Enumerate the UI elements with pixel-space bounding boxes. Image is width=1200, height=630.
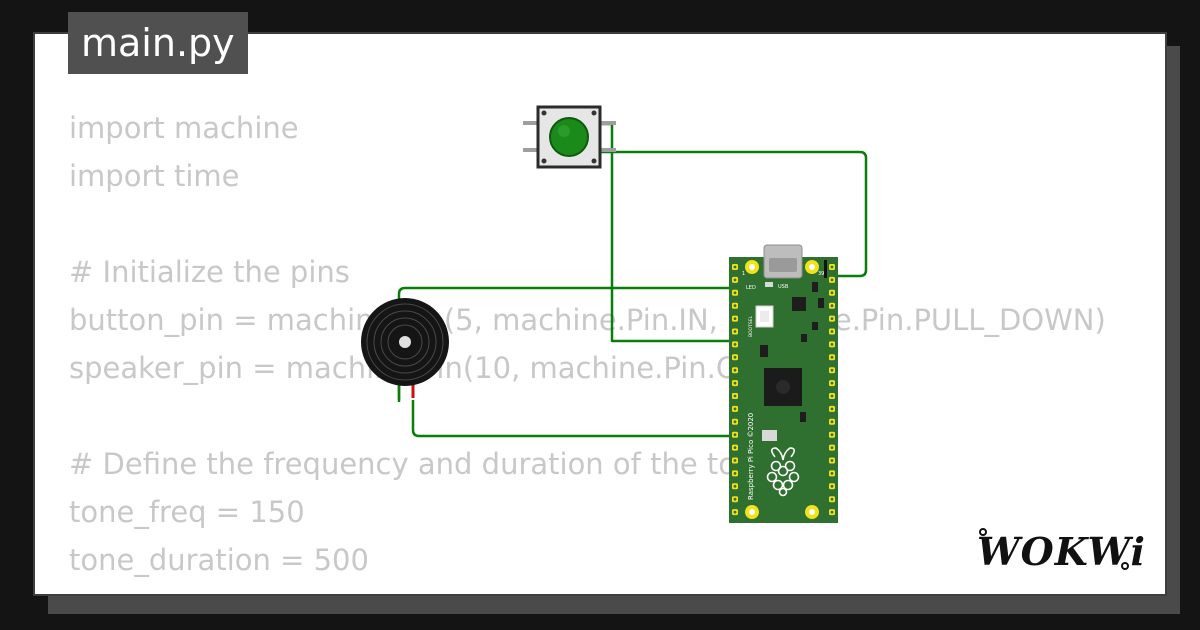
pin-hole (830, 446, 834, 449)
pin-hole (733, 368, 737, 372)
pin-hole (830, 484, 834, 488)
pin-header-left (732, 264, 738, 516)
pin-hole (830, 304, 834, 308)
pin-hole (733, 484, 737, 488)
raspberry-logo-icon (766, 447, 800, 497)
file-tab[interactable]: main.py (68, 12, 248, 74)
pin-hole (733, 343, 737, 346)
pin-hole (733, 355, 737, 359)
pin-hole (830, 265, 834, 269)
pin-label-left: 1 (742, 271, 745, 277)
pin-hole (733, 278, 737, 282)
pin-hole (733, 291, 737, 295)
usb-label: USB (778, 284, 789, 290)
wire-buzzer-to-pico[interactable] (397, 286, 740, 400)
pin-hole (830, 420, 834, 424)
pin-hole (733, 472, 737, 475)
pico-silkscreen: Raspberry Pi Pico ©2020 (747, 413, 755, 500)
code-line: import machine (69, 111, 299, 145)
wire-button-to-pico[interactable] (600, 122, 740, 343)
pin-hole (733, 433, 737, 437)
pin-hole (733, 420, 737, 424)
pin-hole (733, 510, 737, 514)
wokwi-logo-text: WOKWi (977, 529, 1146, 574)
pin-hole (830, 317, 834, 320)
pin-hole (830, 343, 834, 346)
code-line: tone_freq = 150 (69, 495, 305, 529)
bootsel-label: BOOTSEL (748, 315, 754, 337)
pin-hole (733, 407, 737, 411)
pin-hole (733, 394, 737, 398)
pin-label-right: 39 (818, 271, 824, 277)
pin-hole (733, 330, 737, 333)
pin-hole (830, 368, 834, 372)
pin-hole (733, 304, 737, 308)
pin-hole (733, 317, 737, 320)
pin-hole (830, 381, 834, 385)
pin-hole (733, 497, 737, 501)
pushbutton[interactable] (523, 105, 616, 169)
pin-hole (830, 497, 834, 501)
pin-hole (830, 433, 834, 437)
code-line: # Initialize the pins (69, 255, 350, 289)
pin-hole (830, 291, 834, 295)
code-line: tone_duration = 500 (69, 543, 369, 577)
pin-hole (830, 278, 834, 282)
pushbutton-icon[interactable] (549, 117, 589, 157)
pico-board[interactable]: LED USB 1 39 BOOTSEL Raspberry Pi Pico ©… (729, 244, 838, 523)
pin-hole (830, 330, 834, 333)
pin-hole (733, 459, 737, 462)
pin-hole (830, 510, 834, 514)
wokwi-logo: WOKWi (977, 528, 1146, 574)
wire-button-to-3v3[interactable] (600, 150, 868, 278)
wire-buzzer-to-gnd[interactable] (411, 400, 740, 438)
buzzer[interactable] (361, 298, 449, 402)
flash-chip (762, 430, 777, 441)
pin-hole (733, 446, 737, 449)
pin-header-right (829, 264, 835, 516)
code-line: import time (69, 159, 240, 193)
pin-hole (830, 472, 834, 475)
led-label: LED (746, 285, 756, 291)
pin-hole (830, 394, 834, 398)
pin-hole (733, 381, 737, 385)
pin-hole (733, 265, 737, 269)
pin-hole (830, 355, 834, 359)
pin-hole (830, 459, 834, 462)
pin-hole (830, 407, 834, 411)
